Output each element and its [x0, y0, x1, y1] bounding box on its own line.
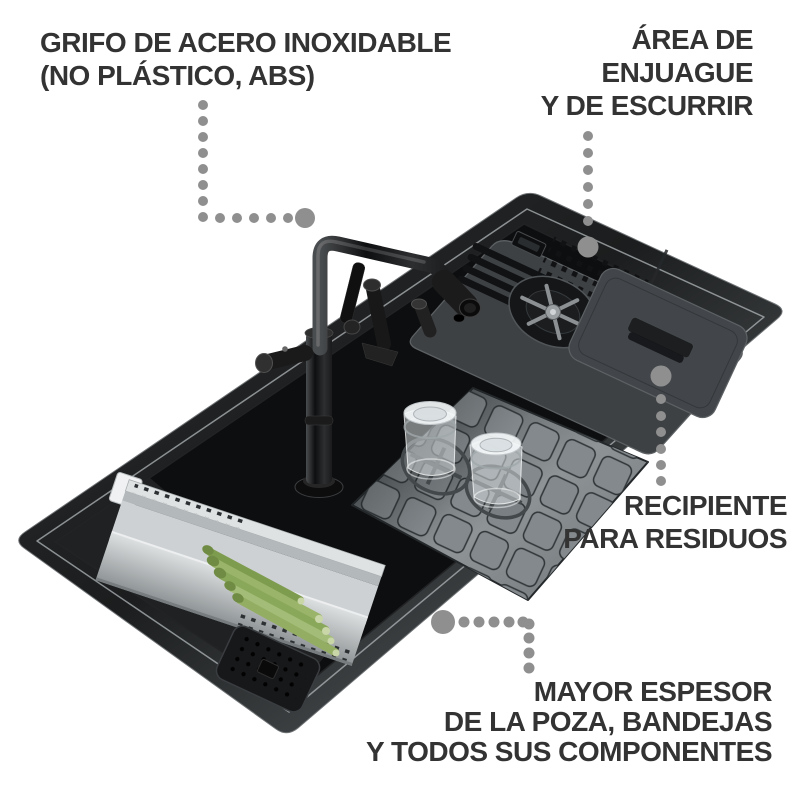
leader-waste-dots	[650, 365, 672, 486]
label-faucet-line2: (NO PLÁSTICO, ABS)	[40, 60, 315, 91]
leader-rinse-area-dots	[577, 131, 599, 258]
label-waste-line2: PARA RESIDUOS	[563, 523, 787, 554]
drain-cover	[215, 625, 321, 713]
rim-highlight	[36, 208, 765, 713]
label-faucet-line1: GRIFO DE ACERO INOXIDABLE	[40, 27, 452, 58]
waste-lid	[568, 267, 748, 419]
label-waste-container: RECIPIENTE PARA RESIDUOS	[563, 489, 787, 555]
faucet-sprayer	[361, 278, 399, 367]
label-thickness-line1: MAYOR ESPESOR	[533, 676, 773, 707]
waste-lid-handle	[627, 316, 694, 363]
glass-2	[469, 432, 523, 509]
faucet-nozzle	[453, 313, 465, 323]
label-rinse-area: ÁREA DE ENJUAGUE Y DE ESCURRIR	[540, 23, 754, 122]
soap-dispenser	[411, 298, 437, 338]
label-rinse-line2: ENJUAGUE	[601, 57, 753, 88]
label-rinse-line3: Y DE ESCURRIR	[540, 90, 754, 121]
faucet	[255, 235, 481, 498]
label-faucet: GRIFO DE ACERO INOXIDABLE (NO PLÁSTICO, …	[40, 26, 452, 92]
drain-vents	[457, 242, 557, 306]
label-rinse-line1: ÁREA DE	[631, 24, 754, 55]
faucet-handle	[255, 345, 313, 373]
leader-thickness-dots	[431, 610, 535, 674]
cup-rinser	[508, 275, 598, 349]
asparagus	[202, 545, 340, 657]
label-thickness-line2: DE LA POZA, BANDEJAS	[443, 706, 773, 737]
glass-1	[403, 401, 457, 480]
sink	[18, 192, 783, 734]
faucet-body	[306, 332, 332, 484]
faucet-spout	[312, 235, 481, 356]
label-thickness-line3: Y TODOS SUS COMPONENTES	[366, 736, 772, 767]
slot-opening	[511, 231, 547, 258]
label-thickness: MAYOR ESPESOR DE LA POZA, BANDEJAS Y TOD…	[366, 677, 772, 767]
leader-faucet-dots	[198, 100, 315, 228]
label-waste-line1: RECIPIENTE	[623, 490, 788, 521]
